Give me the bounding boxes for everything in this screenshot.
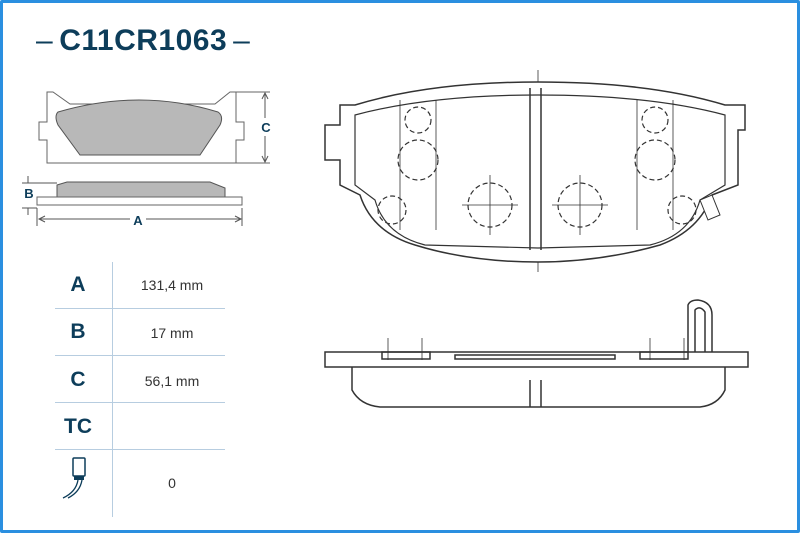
- row-divider: [55, 308, 225, 309]
- pad-friction-top-view: [55, 99, 223, 156]
- spec-value-c: 56,1 mm: [144, 373, 200, 389]
- row-divider: [55, 355, 225, 356]
- spec-label-tc: TC: [64, 415, 92, 438]
- dim-label-c: C: [261, 120, 271, 135]
- pad-side-view: [324, 299, 749, 408]
- pad-friction-side-view: [56, 181, 226, 198]
- spec-value-sensor: 0: [168, 475, 176, 491]
- product-code: C11CR1063: [59, 24, 228, 57]
- dim-label-b: B: [24, 186, 33, 201]
- spec-label-b: B: [70, 320, 86, 343]
- table-divider: [112, 262, 113, 517]
- pad-holes: [377, 106, 697, 228]
- wear-clip: [699, 194, 721, 221]
- row-divider: [55, 449, 225, 450]
- product-code-title: –C11CR1063–: [36, 24, 251, 57]
- spec-value-b: 17 mm: [150, 325, 194, 341]
- spec-value-a: 131,4 mm: [140, 277, 204, 293]
- dim-label-a: A: [133, 213, 143, 228]
- row-divider: [55, 402, 225, 403]
- spec-label-a: A: [70, 273, 86, 296]
- spec-label-c: C: [70, 368, 86, 391]
- pad-backplate-front-view: [324, 81, 746, 263]
